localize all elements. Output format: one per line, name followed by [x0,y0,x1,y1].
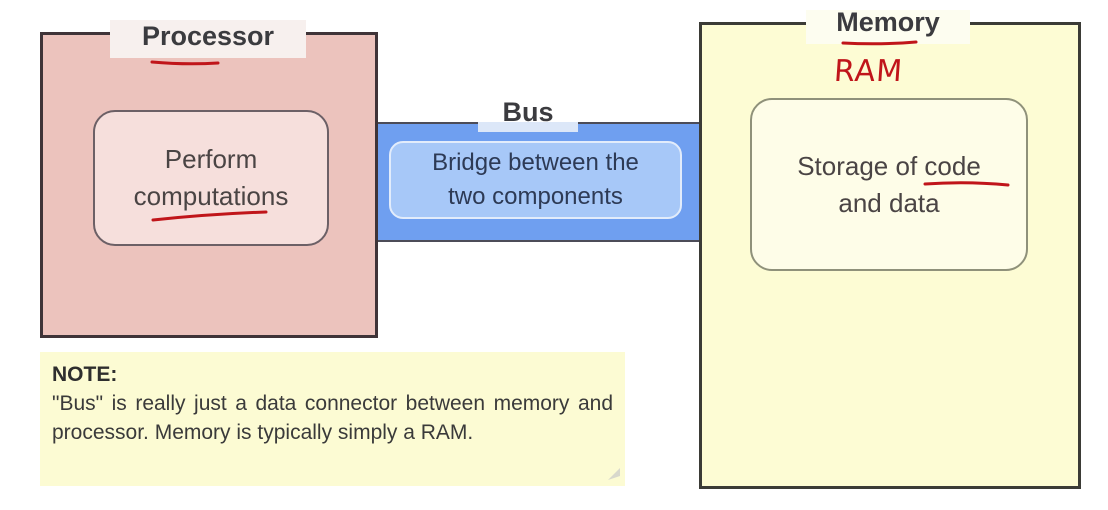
note-box: NOTE: "Bus" is really just a data connec… [40,352,625,486]
processor-title-underline [150,60,220,66]
bus-description-box: Bridge between the two components [389,141,682,219]
processor-description-line2: computations [133,181,289,211]
bus-title: Bus [502,97,554,127]
ram-annotation: RAM [832,54,905,89]
note-heading: NOTE: [52,363,118,386]
note-body: "Bus" is really just a data connector be… [52,392,613,444]
bus-description-line2: two components [448,183,623,210]
memory-title-bg [806,10,970,44]
memory-title: Memory [836,7,940,37]
processor-description-line1: Perform [164,144,258,174]
note-corner-fold-icon [608,468,620,480]
bus-title-bg [478,122,578,132]
memory-title-underline [841,40,918,46]
computations-underline [151,210,268,222]
processor-title-bg [110,20,306,58]
bus-description-line1: Bridge between the [432,149,639,176]
processor-description-box: Perform computations [93,110,329,246]
memory-description-line2: and data [838,187,940,218]
processor-title: Processor [141,21,275,51]
code-underline [923,181,1010,187]
memory-description-line1: Storage of code [797,150,981,181]
